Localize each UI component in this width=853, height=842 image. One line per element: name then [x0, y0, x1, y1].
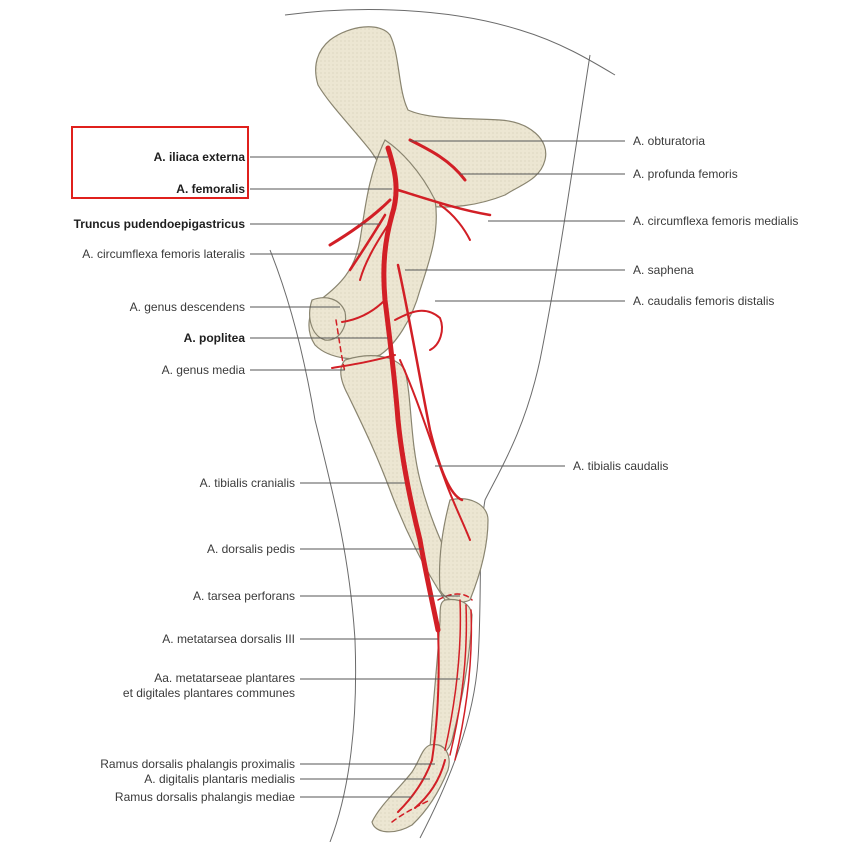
label-caudalis-femoris-distalis: A. caudalis femoris distalis [633, 294, 774, 308]
label-saphena: A. saphena [633, 263, 694, 277]
label-ramus-dorsalis-proximalis: Ramus dorsalis phalangis proximalis [100, 757, 295, 771]
phalanges-bones [372, 745, 449, 832]
label-circumflexa-femoris-lateralis: A. circumflexa femoris lateralis [82, 247, 245, 261]
label-obturatoria: A. obturatoria [633, 134, 705, 148]
label-tibialis-caudalis: A. tibialis caudalis [573, 459, 668, 473]
label-circumflexa-femoris-medialis: A. circumflexa femoris medialis [633, 214, 798, 228]
label-aa-metatarseae-1: Aa. metatarseae plantares [154, 671, 295, 685]
label-tarsea-perforans: A. tarsea perforans [193, 589, 295, 603]
tarsal-bones [439, 499, 488, 602]
label-truncus-pudendoepigastricus: Truncus pudendoepigastricus [74, 217, 245, 231]
label-femoralis: A. femoralis [176, 182, 245, 196]
label-tibialis-cranialis: A. tibialis cranialis [200, 476, 295, 490]
label-dorsalis-pedis: A. dorsalis pedis [207, 542, 295, 556]
pelvis-bone [316, 27, 546, 207]
label-poplitea: A. poplitea [184, 331, 245, 345]
label-metatarsea-dorsalis: A. metatarsea dorsalis III [162, 632, 295, 646]
label-genus-descendens: A. genus descendens [130, 300, 245, 314]
label-ramus-dorsalis-mediae: Ramus dorsalis phalangis mediae [115, 790, 295, 804]
label-aa-metatarseae-2: et digitales plantares communes [123, 686, 295, 700]
label-iliaca-externa: A. iliaca externa [154, 150, 245, 164]
label-digitalis-plantaris-medialis: A. digitalis plantaris medialis [144, 772, 295, 786]
label-profunda-femoris: A. profunda femoris [633, 167, 738, 181]
label-genus-media: A. genus media [162, 363, 245, 377]
